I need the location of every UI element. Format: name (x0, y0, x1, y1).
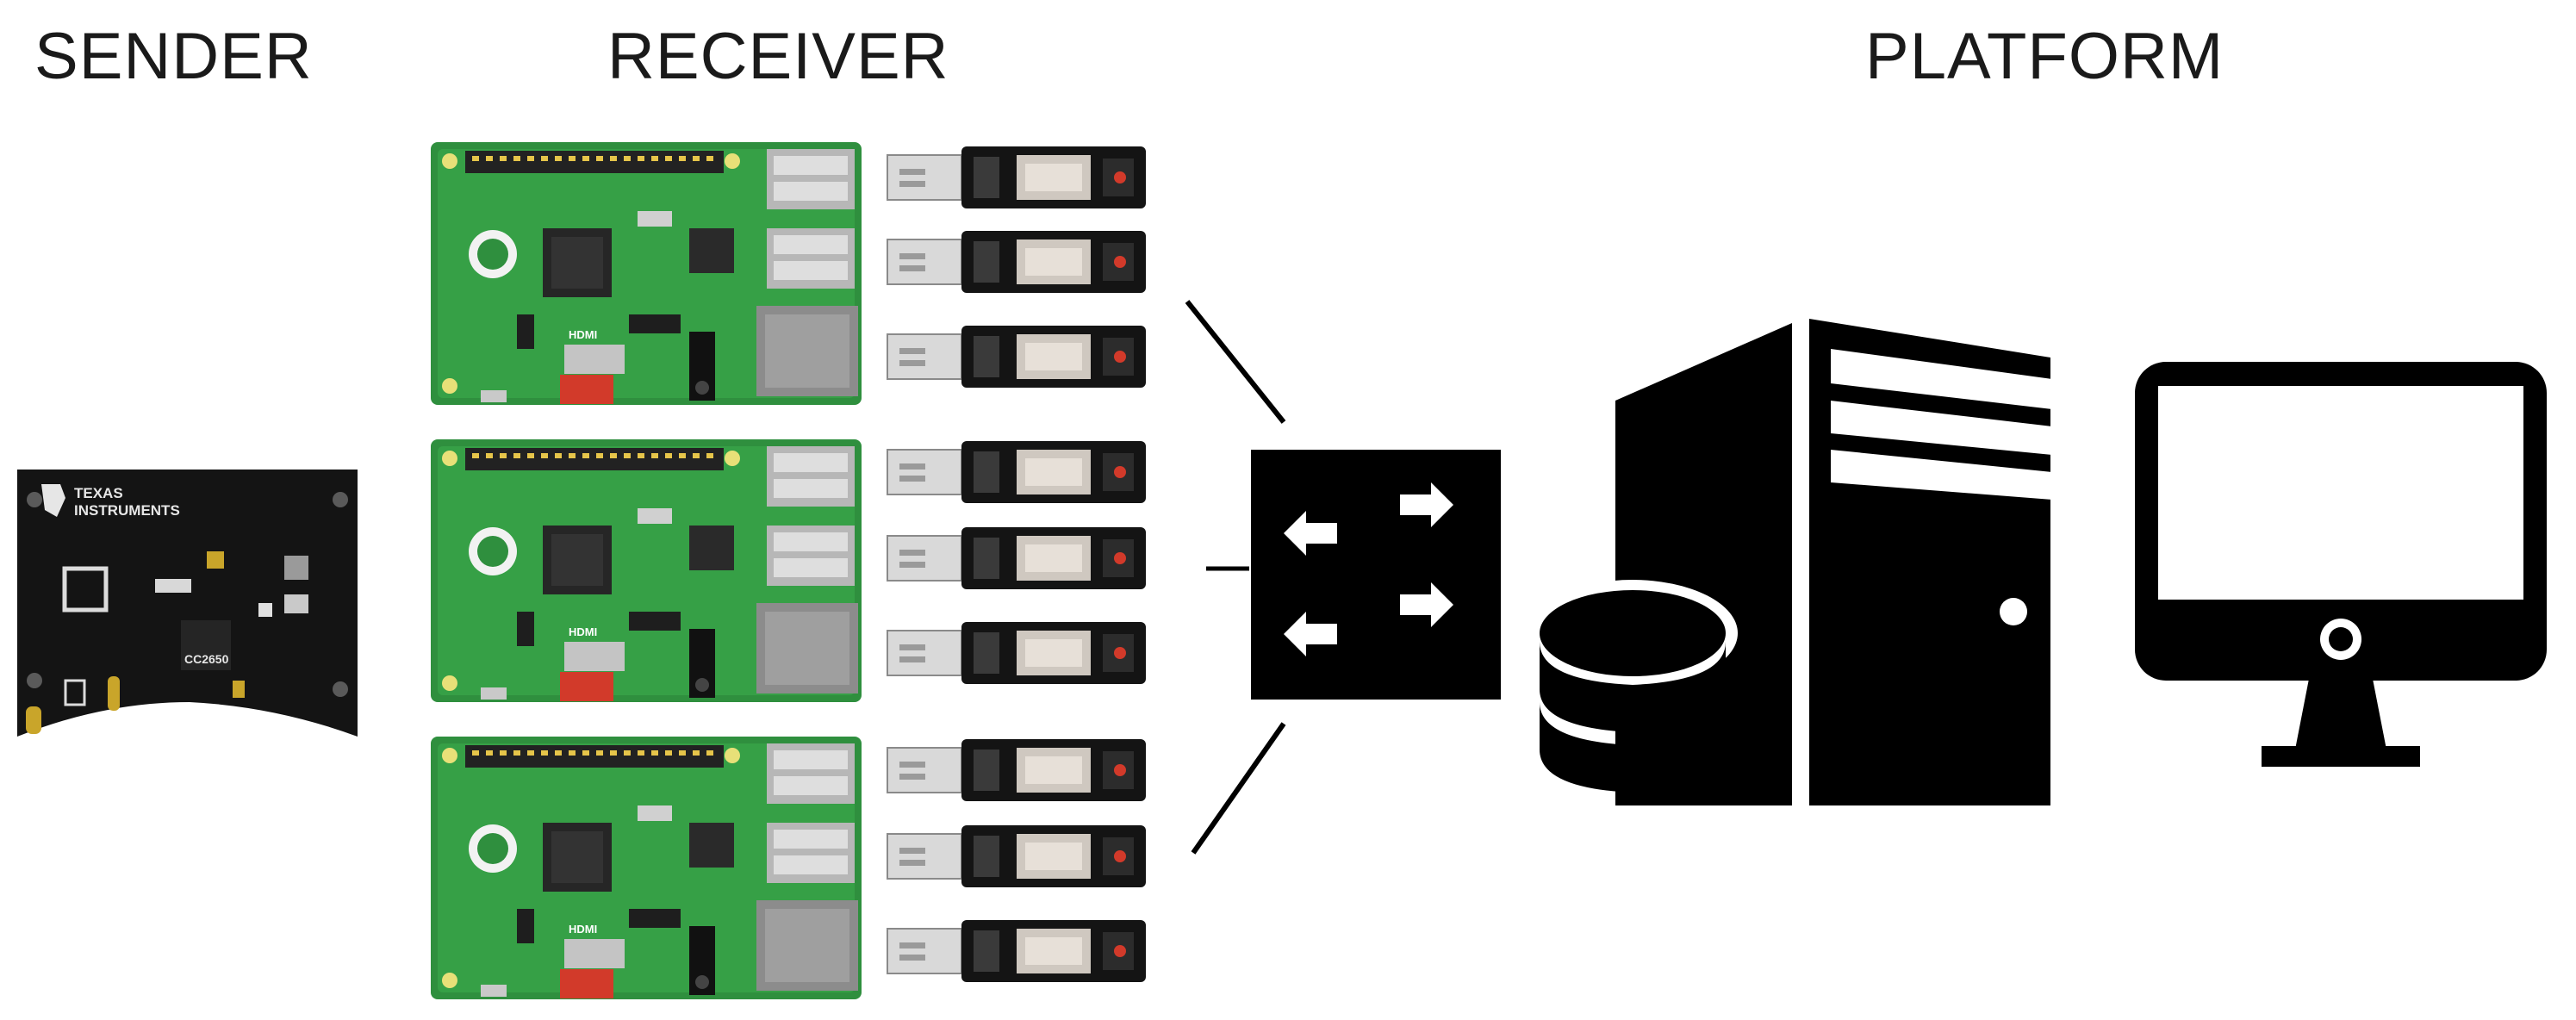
raspberry-pi-board-icon (431, 439, 862, 702)
database-icon (1528, 580, 1738, 793)
usb-dongle-icon (887, 919, 1147, 983)
sender-chip-label: CC2650 (184, 652, 229, 666)
usb-dongle-icon (887, 440, 1147, 504)
platform-heading: PLATFORM (1865, 20, 2224, 93)
usb-dongle-icon (887, 146, 1147, 209)
usb-dongle-icon (887, 325, 1147, 389)
sender-brand-line1: TEXAS (74, 485, 123, 501)
connection-line (1185, 300, 1286, 424)
receiver-heading: RECEIVER (607, 20, 949, 93)
raspberry-pi-board-icon (431, 142, 862, 405)
usb-dongle-icon (887, 230, 1147, 294)
sensor-tag-board: TEXAS INSTRUMENTS CC2650 (17, 470, 358, 737)
usb-dongle-icon (887, 738, 1147, 802)
network-switch-icon (1251, 450, 1501, 700)
server-tower-icon (1615, 319, 2052, 805)
texas-instruments-logo-icon (41, 484, 65, 517)
monitor-icon (2135, 362, 2547, 767)
usb-dongle-icon (887, 621, 1147, 685)
connection-line (1191, 722, 1286, 855)
sender-brand-line2: INSTRUMENTS (74, 502, 180, 519)
usb-dongle-icon (887, 824, 1147, 888)
raspberry-pi-board-icon (431, 737, 862, 999)
sender-heading: SENDER (34, 20, 313, 93)
usb-dongle-icon (887, 526, 1147, 590)
